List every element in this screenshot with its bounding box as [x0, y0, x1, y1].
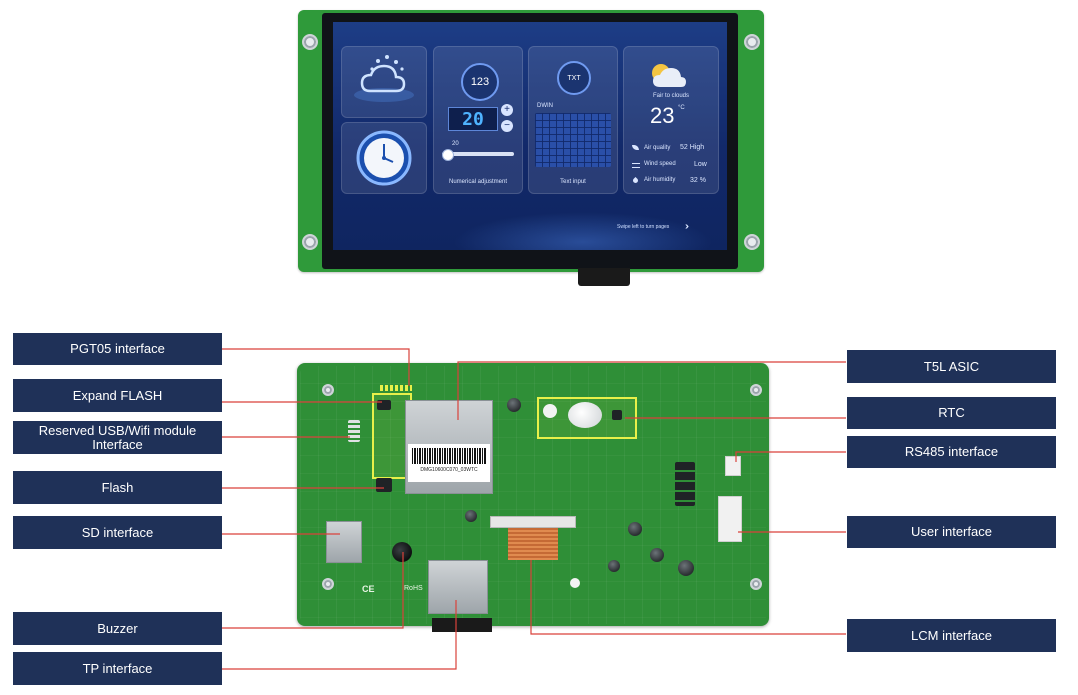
- leader-pgt05: [222, 348, 410, 386]
- barcode-icon: [412, 448, 486, 464]
- weather-panel[interactable]: Fair to clouds 23 °C Air quality 52 High…: [623, 46, 719, 194]
- decrement-button[interactable]: −: [501, 120, 513, 132]
- air-humidity-value: 32 %: [690, 177, 706, 184]
- text-input-panel[interactable]: TXT DWIN Text input: [528, 46, 618, 194]
- user-interface-connector: [718, 496, 742, 542]
- display-screen: 123 20 + − 20 Numerical adjustment TXT D…: [333, 22, 727, 250]
- capacitor: [628, 522, 642, 536]
- label-expand-flash: Expand FLASH: [13, 379, 222, 412]
- label-rs485-interface: RS485 interface: [847, 436, 1056, 468]
- weather-condition: Fair to clouds: [652, 93, 689, 99]
- label-reserved-usb-wifi-line2: Interface: [92, 436, 143, 452]
- clock-icon: [356, 130, 412, 186]
- white-component: [570, 578, 580, 588]
- lcm-copper-coil: [508, 528, 558, 560]
- air-quality-value: 52 High: [680, 144, 705, 151]
- capacitor: [650, 548, 664, 562]
- label-reserved-usb-wifi-line1: Reserved USB/Wifi module: [38, 422, 197, 438]
- onscreen-keyboard[interactable]: [535, 113, 611, 167]
- leader-buzzer: [222, 552, 404, 629]
- mount-hole-icon: [744, 34, 760, 50]
- sd-card-slot: [326, 521, 362, 563]
- label-user-interface: User interface: [847, 516, 1056, 548]
- temperature: 23: [650, 103, 675, 128]
- slider-value: 20: [452, 141, 459, 147]
- barcode-text: DMG10600C070_03WTC: [420, 467, 478, 473]
- label-tp-interface: TP interface: [13, 652, 222, 685]
- numeric-value-display: 20: [448, 107, 498, 131]
- label-buzzer: Buzzer: [13, 612, 222, 645]
- air-quality-label: Air quality: [644, 145, 671, 151]
- mount-hole-icon: [322, 384, 334, 396]
- asic-barcode-label: DMG10600C070_03WTC: [408, 444, 490, 482]
- number-icon: 123: [461, 63, 499, 101]
- expand-flash-chip: [377, 400, 391, 410]
- label-flash: Flash: [13, 471, 222, 504]
- partly-cloudy-icon: [652, 64, 686, 87]
- label-t5l-asic: T5L ASIC: [847, 350, 1056, 383]
- value-slider[interactable]: [442, 149, 514, 161]
- wind-speed-value: Low: [694, 161, 707, 168]
- buzzer: [392, 542, 412, 562]
- numerical-adjustment-panel[interactable]: 123 20 + − 20 Numerical adjustment: [433, 46, 523, 194]
- label-rtc: RTC: [847, 397, 1056, 429]
- label-sd-interface: SD interface: [13, 516, 222, 549]
- mount-hole-icon: [750, 578, 762, 590]
- mount-hole-icon: [302, 34, 318, 50]
- label-pgt05-interface: PGT05 interface: [13, 333, 222, 365]
- tp-connector: [428, 560, 488, 614]
- usb-wifi-pads: [348, 420, 360, 442]
- tp-fpc-tail: [432, 618, 492, 632]
- capacitor: [678, 560, 694, 576]
- leader-tp: [222, 600, 457, 670]
- rohs-mark: RoHS: [404, 585, 423, 592]
- mount-hole-icon: [322, 578, 334, 590]
- temperature-unit: °C: [678, 105, 685, 111]
- pgt05-header: [380, 385, 412, 391]
- txt-file-icon: TXT: [557, 61, 591, 95]
- leader-lcm: [530, 560, 846, 635]
- mount-hole-icon: [750, 384, 762, 396]
- rtc-battery: [568, 402, 602, 428]
- cloud-icon: [354, 55, 414, 102]
- power-ic: [675, 462, 695, 506]
- mount-hole-icon: [744, 234, 760, 250]
- ce-mark: CE: [362, 584, 375, 594]
- leaf-icon: [632, 145, 639, 150]
- capacitor: [608, 560, 620, 572]
- label-lcm-interface: LCM interface: [847, 619, 1056, 652]
- capacitor: [507, 398, 521, 412]
- rtc-chip: [612, 410, 622, 420]
- clock-widget[interactable]: [341, 122, 427, 194]
- rs485-connector: [725, 456, 741, 476]
- wind-icon: [632, 163, 640, 168]
- lcm-connector: [490, 516, 576, 528]
- cloud-widget[interactable]: [341, 46, 427, 118]
- fpc-tail: [578, 268, 630, 286]
- increment-button[interactable]: +: [501, 104, 513, 116]
- leader-rs485: [735, 451, 846, 462]
- label-reserved-usb-wifi: Reserved USB/Wifi module Interface: [13, 421, 222, 454]
- numerical-adjustment-label: Numerical adjustment: [448, 179, 508, 185]
- capacitor: [465, 510, 477, 522]
- text-input-label: Text input: [560, 179, 586, 185]
- wind-speed-label: Wind speed: [644, 161, 676, 167]
- slider-thumb[interactable]: [442, 149, 454, 161]
- leader-t5l: [457, 361, 846, 420]
- mount-hole-icon: [302, 234, 318, 250]
- rtc-crystal: [543, 404, 557, 418]
- air-humidity-label: Air humidity: [644, 177, 676, 183]
- keyboard-title: DWIN: [537, 103, 553, 109]
